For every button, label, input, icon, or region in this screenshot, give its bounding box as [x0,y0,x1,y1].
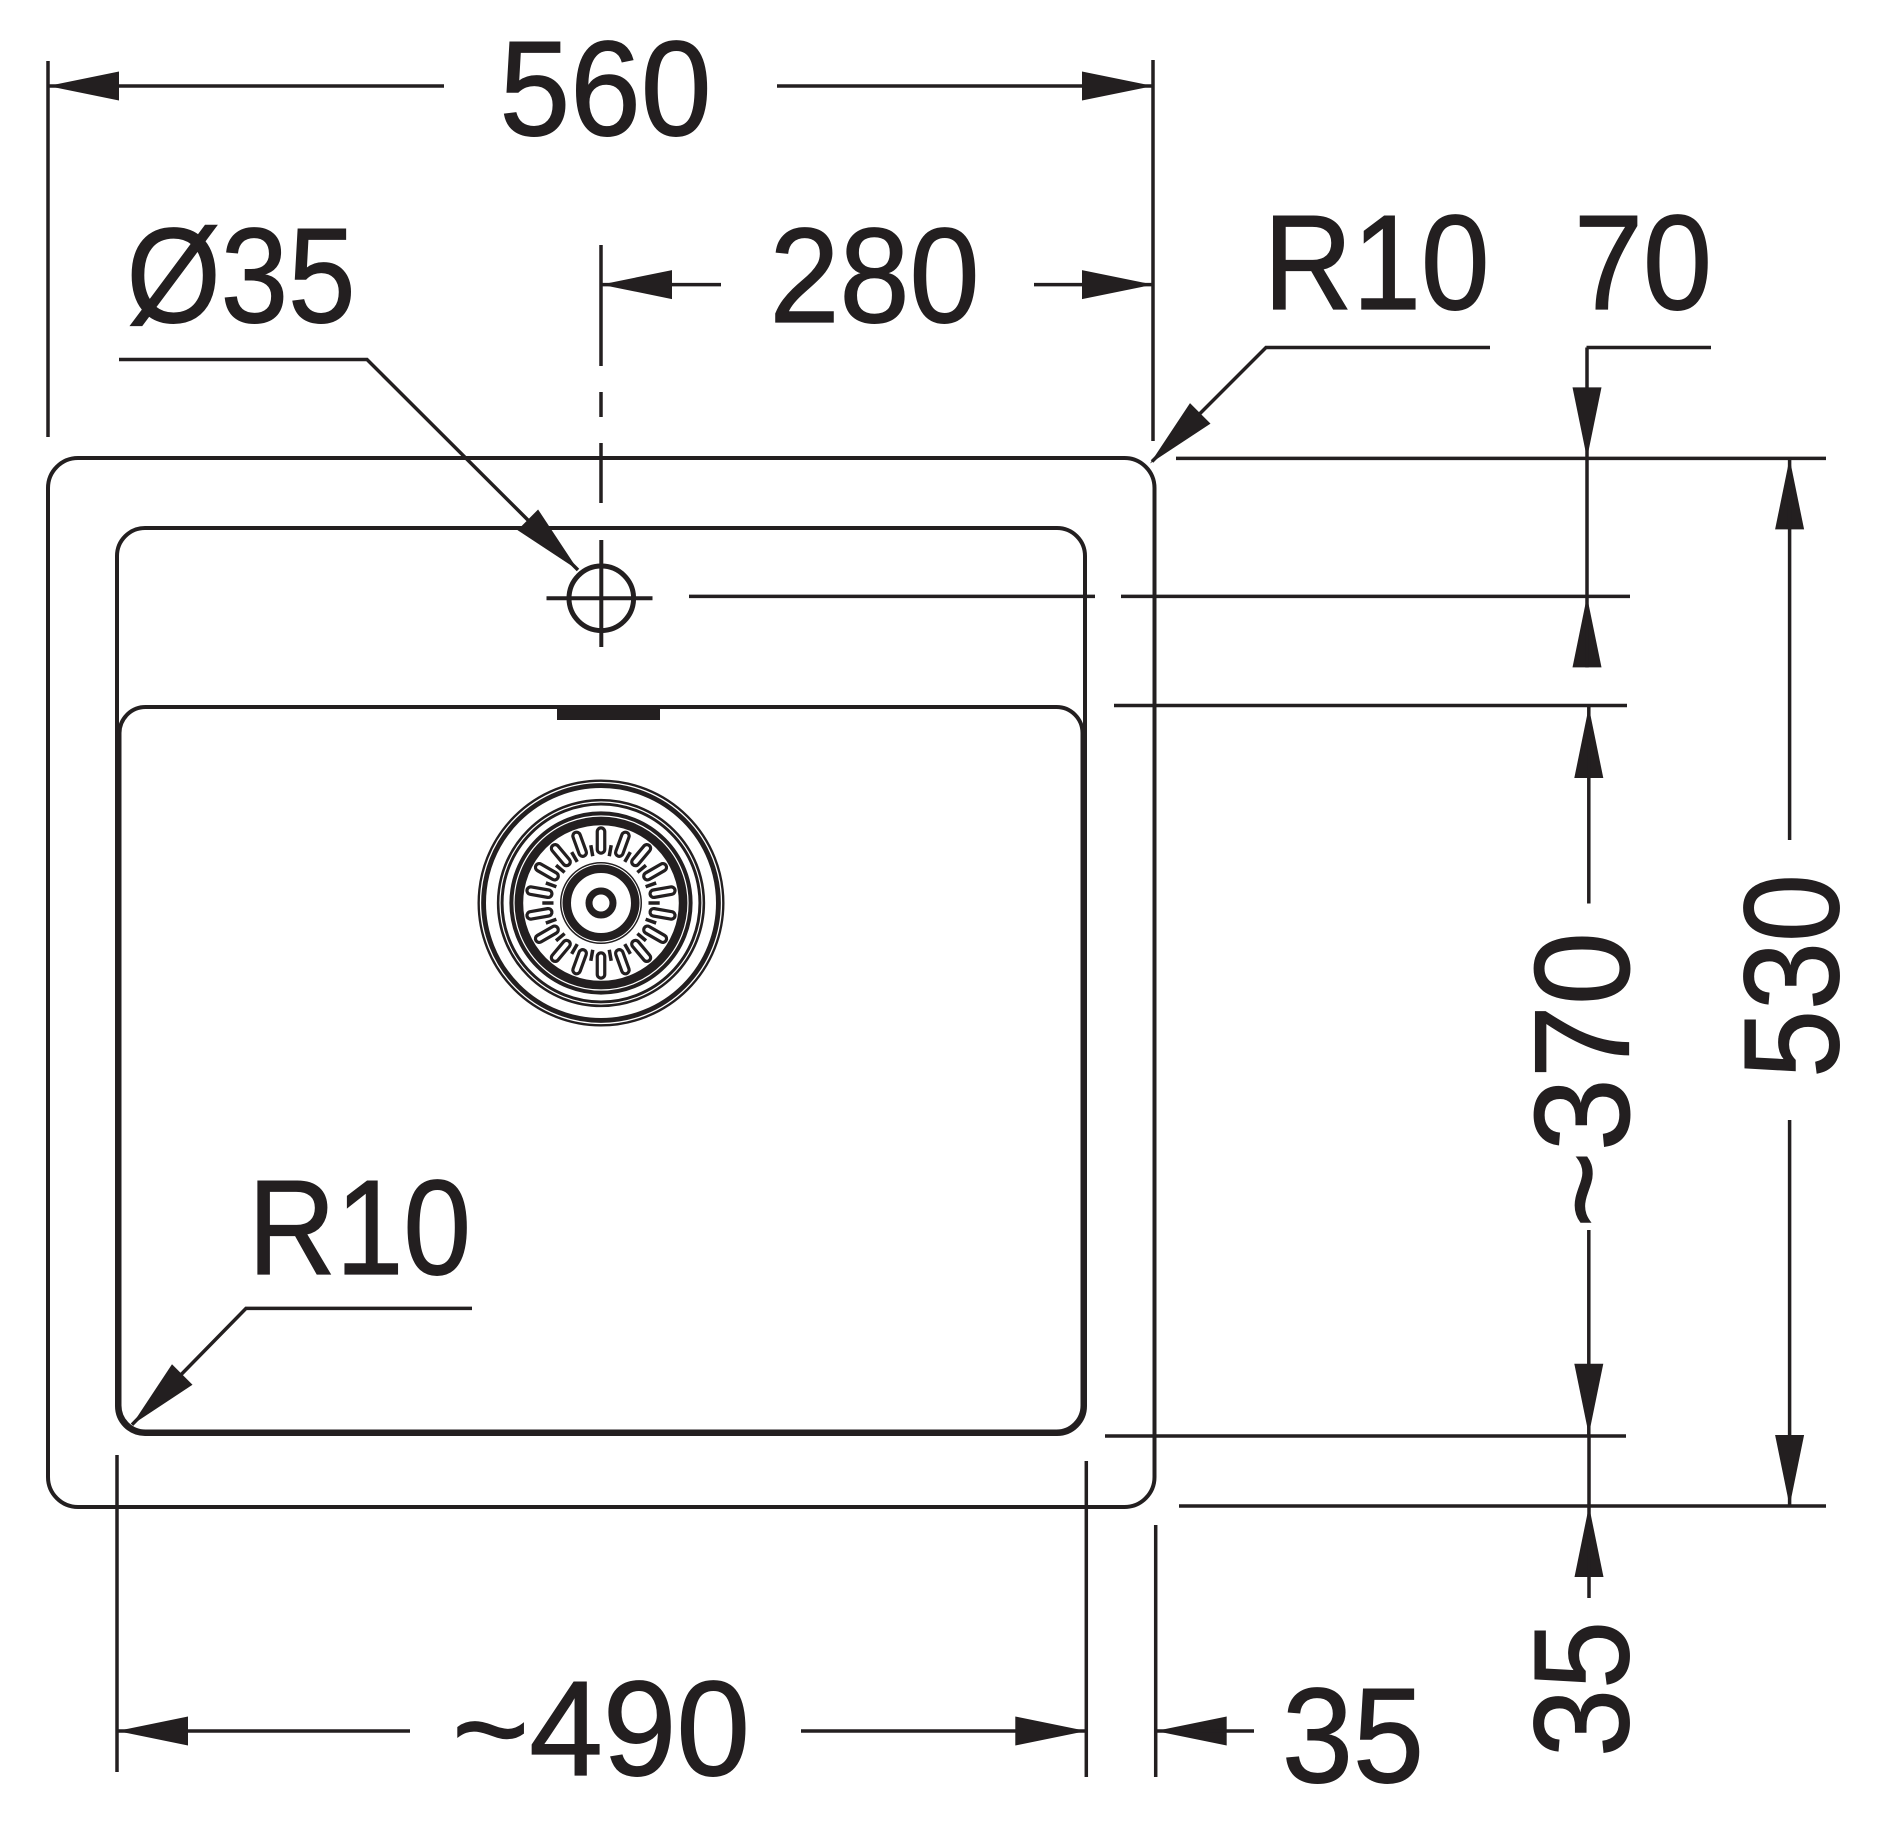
svg-text:Ø35: Ø35 [127,200,356,351]
svg-text:35: 35 [1282,1660,1424,1811]
svg-text:~370: ~370 [1507,932,1658,1228]
svg-text:560: 560 [500,13,712,164]
svg-text:70: 70 [1574,187,1712,338]
svg-text:R10: R10 [1264,187,1490,338]
svg-text:R10: R10 [248,1152,471,1303]
svg-text:~490: ~490 [452,1653,750,1804]
svg-text:280: 280 [770,200,980,351]
svg-text:530: 530 [1716,874,1867,1078]
svg-text:35: 35 [1506,1621,1657,1757]
